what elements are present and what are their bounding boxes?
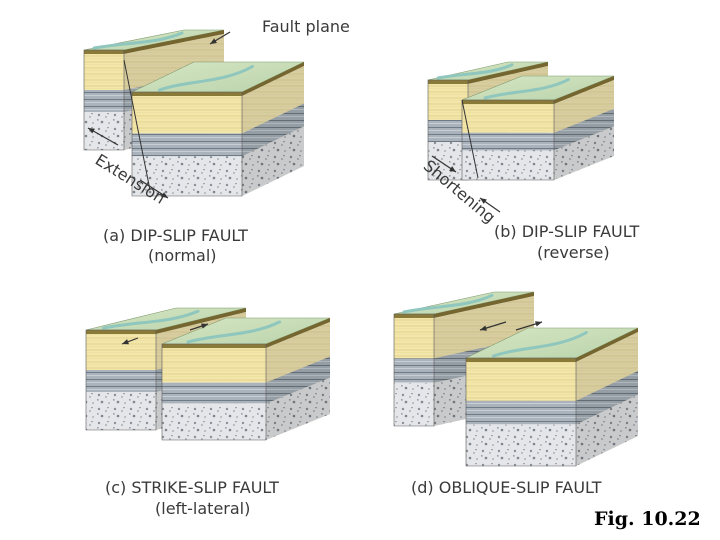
figure-label: Fig. 10.22 [594,508,701,530]
panel-a-front-block [132,62,304,196]
panel-d-blocks [394,292,638,466]
panel-c-front-block [162,318,330,440]
panel-b-subtitle: (reverse) [537,243,610,263]
panel-b-blocks [428,62,614,180]
panel-c-title: (c) STRIKE-SLIP FAULT [105,478,279,498]
panel-d-title: (d) OBLIQUE-SLIP FAULT [411,478,602,498]
panel-c-subtitle: (left-lateral) [155,499,250,519]
panel-c-blocks [86,308,330,440]
fault-plane-callout: Fault plane [262,17,350,37]
panel-d-front-block [466,328,638,466]
panel-b-title: (b) DIP-SLIP FAULT [494,222,639,242]
panel-a-subtitle: (normal) [148,246,217,266]
panel-b-front-block [462,76,614,180]
panel-a-title: (a) DIP-SLIP FAULT [103,226,248,246]
